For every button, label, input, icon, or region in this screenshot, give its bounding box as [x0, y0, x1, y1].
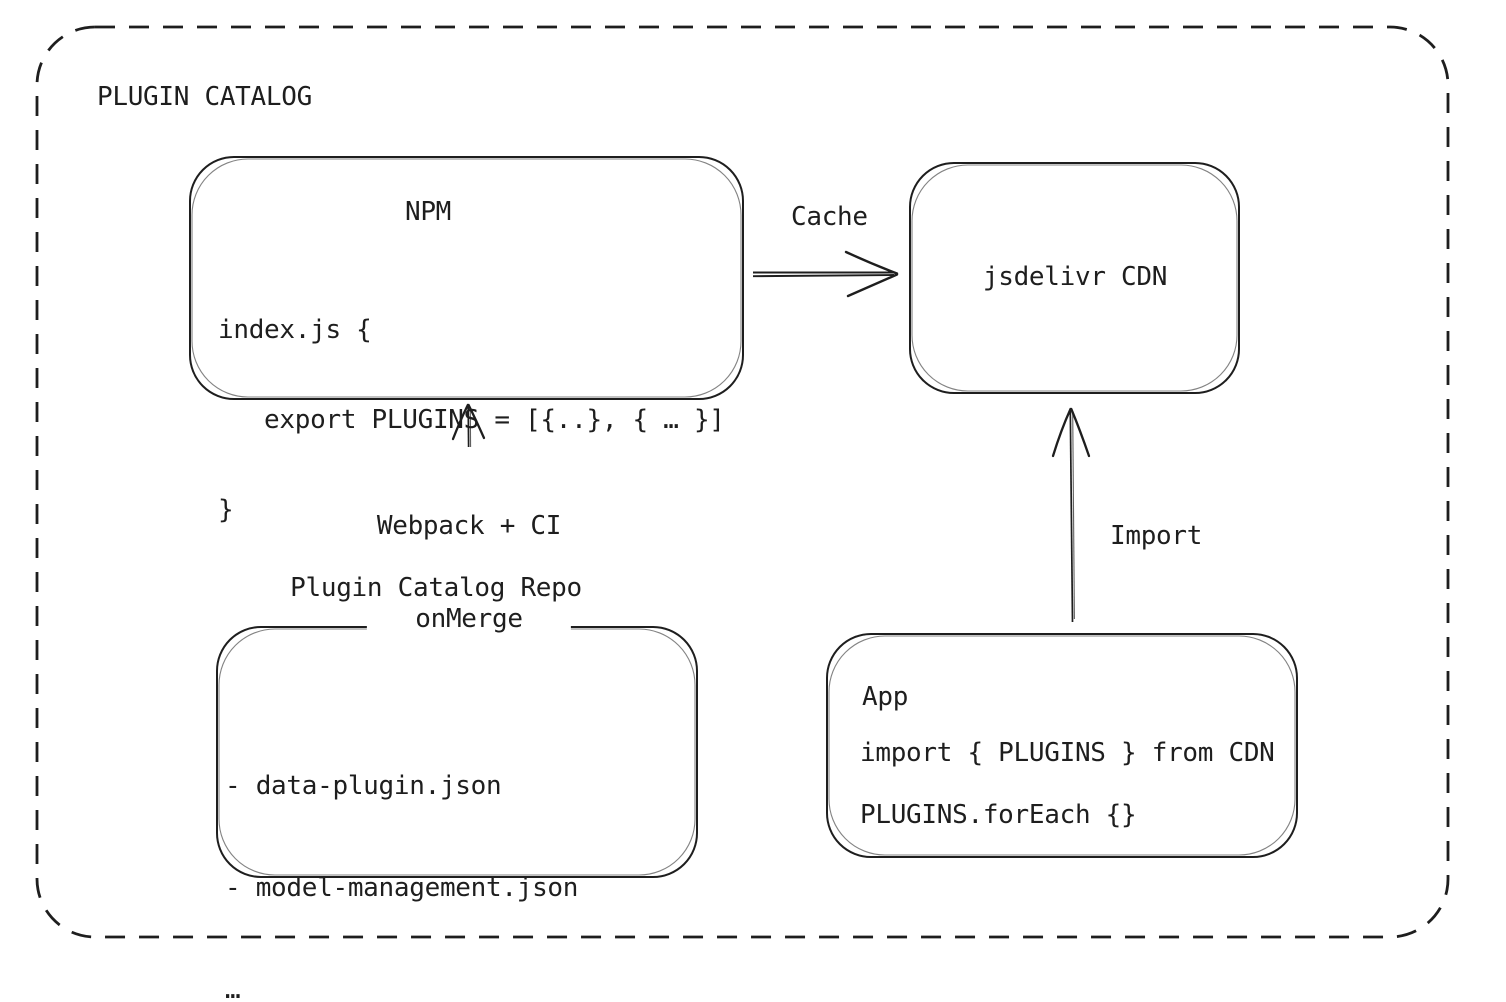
- import-arrow: [1051, 407, 1091, 623]
- npm-code-line: index.js {: [218, 315, 372, 345]
- repo-item: - data-plugin.json: [225, 771, 502, 801]
- cdn-box-sketch-stroke: [911, 164, 1238, 392]
- npm-box-sketch-stroke: [191, 158, 742, 398]
- app-code-line: import { PLUGINS } from CDN: [860, 738, 1275, 768]
- npm-code-line: export PLUGINS = [{..}, { … }]: [218, 405, 725, 435]
- cache-arrow: [752, 250, 899, 298]
- app-box-title: App: [862, 682, 909, 712]
- app-box-sketch-stroke: [828, 635, 1296, 856]
- import-arrow-label: Import: [1110, 521, 1203, 551]
- npm-code-line: }: [218, 495, 234, 525]
- cdn-box-label: jsdelivr CDN: [982, 262, 1168, 292]
- npm-box-title: NPM: [404, 197, 452, 227]
- repo-item: - model-management.json: [225, 873, 579, 903]
- build-arrow-label-line2: onMerge: [415, 604, 523, 634]
- build-arrow-label: Webpack + CI onMerge: [366, 447, 572, 699]
- app-box: [826, 633, 1298, 858]
- app-code-line: PLUGINS.forEach {}: [860, 800, 1137, 830]
- repo-box-title: Plugin Catalog Repo: [290, 573, 582, 603]
- cdn-box: [909, 162, 1240, 394]
- npm-box: [189, 156, 744, 400]
- repo-item: …: [225, 975, 241, 1002]
- npm-code-block: index.js { export PLUGINS = [{..}, { … }…: [218, 255, 725, 585]
- cache-arrow-label: Cache: [791, 202, 868, 232]
- repo-items-block: - data-plugin.json - model-management.js…: [225, 701, 578, 1002]
- build-arrow-label-line1: Webpack + CI: [376, 511, 562, 541]
- outer-dashed-frame: [35, 25, 1450, 939]
- diagram-title: PLUGIN CATALOG: [97, 82, 312, 112]
